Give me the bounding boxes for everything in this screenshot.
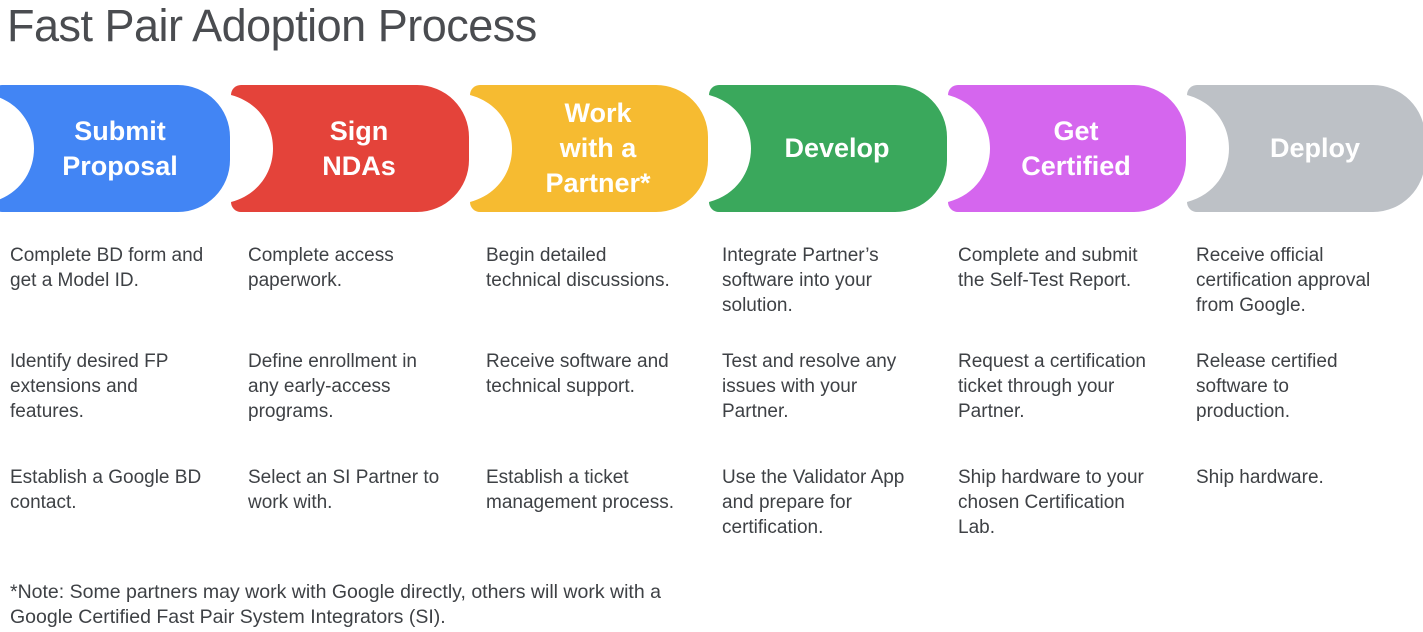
page-title: Fast Pair Adoption Process bbox=[7, 0, 537, 51]
step-text: Test and resolve any issues with your Pa… bbox=[722, 351, 897, 422]
stage-label-sign-ndas: Sign NDAs bbox=[322, 115, 396, 181]
step-text: Ship hardware. bbox=[1196, 467, 1324, 488]
steps-column-deploy: Receive official certification approval … bbox=[1196, 243, 1422, 583]
step-text: Begin detailed technical discussions. bbox=[486, 245, 670, 291]
step-text: Integrate Partner’s software into your s… bbox=[722, 245, 879, 316]
step-text: Identify desired FP extensions and featu… bbox=[10, 351, 169, 422]
stage-develop: Develop bbox=[709, 85, 947, 212]
stage-shape-sign-ndas bbox=[231, 85, 469, 212]
step-text: Complete access paperwork. bbox=[248, 245, 394, 291]
steps-column-work-with-a-partner: Begin detailed technical discussions. Rec… bbox=[486, 243, 712, 583]
steps-column-sign-ndas: Complete access paperwork. Define enrollm… bbox=[248, 243, 474, 583]
stage-shape-deploy bbox=[1187, 85, 1423, 212]
footnote: *Note: Some partners may work with Googl… bbox=[10, 581, 661, 628]
stage-label-develop: Develop bbox=[784, 133, 890, 163]
steps-column-develop: Integrate Partner’s software into your s… bbox=[722, 243, 948, 583]
step-text: Establish a ticket management process. bbox=[486, 467, 674, 513]
stage-shape-work-with-a-partner bbox=[470, 85, 708, 212]
step-text: Receive official certification approval … bbox=[1196, 245, 1371, 316]
stage-work-with-a-partner: Work with a Partner* bbox=[470, 85, 708, 212]
step-text: Receive software and technical support. bbox=[486, 351, 669, 397]
stage-submit-proposal: Submit Proposal bbox=[0, 85, 230, 212]
steps-column-submit-proposal: Complete BD form and get a Model ID. Iden… bbox=[10, 243, 236, 583]
stage-shape-submit-proposal bbox=[0, 85, 230, 212]
stage-deploy: Deploy bbox=[1187, 85, 1423, 212]
step-text: Select an SI Partner to work with. bbox=[248, 467, 440, 513]
steps-column-get-certified: Complete and submit the Self-Test Report… bbox=[958, 243, 1184, 583]
stage-label-submit-proposal: Submit Proposal bbox=[62, 115, 178, 181]
step-text: Complete BD form and get a Model ID. bbox=[10, 245, 204, 291]
stage-label-deploy: Deploy bbox=[1269, 133, 1361, 163]
step-text: Request a certification ticket through y… bbox=[958, 351, 1146, 422]
step-text: Complete and submit the Self-Test Report… bbox=[958, 245, 1138, 291]
stage-get-certified: Get Certified bbox=[948, 85, 1186, 212]
stage-sign-ndas: Sign NDAs bbox=[231, 85, 469, 212]
step-text: Ship hardware to your chosen Certificati… bbox=[958, 467, 1144, 538]
stage-shape-get-certified bbox=[948, 85, 1186, 212]
step-text: Establish a Google BD contact. bbox=[10, 467, 202, 513]
stage-shape-develop bbox=[709, 85, 947, 212]
step-text: Release certified software to production… bbox=[1196, 351, 1338, 422]
step-text: Define enrollment in any early-access pr… bbox=[248, 351, 417, 422]
step-text: Use the Validator App and prepare for ce… bbox=[722, 467, 905, 538]
stage-label-get-certified: Get Certified bbox=[1021, 115, 1131, 181]
stage-label-work-with-a-partner: Work with a Partner* bbox=[545, 98, 651, 198]
